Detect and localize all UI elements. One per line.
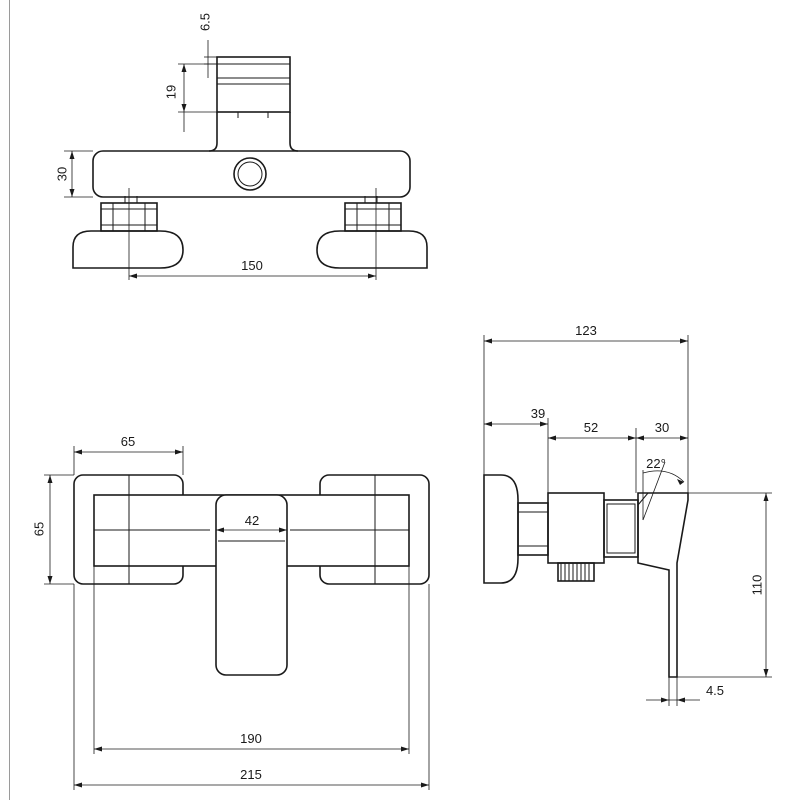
angle-22: 22°: [646, 456, 666, 471]
outlet-port: [233, 157, 267, 191]
dim-150: 150: [241, 258, 263, 273]
dim-19: 19: [163, 85, 178, 99]
dim-65-width: 65: [121, 434, 135, 449]
side-nut: [517, 502, 549, 556]
dim-123: 123: [575, 323, 597, 338]
side-body: [547, 492, 605, 564]
dim-215: 215: [240, 767, 262, 782]
side-flange: [483, 474, 519, 584]
side-lever: [637, 492, 689, 678]
cartridge-neck: [208, 112, 299, 152]
cartridge-housing: [603, 499, 639, 558]
dim-42: 42: [245, 513, 259, 528]
lever-handle: [215, 494, 288, 676]
frame-border: [9, 0, 10, 800]
dim-4-5: 4.5: [706, 683, 724, 698]
top-view: 6.5 19 30 150: [54, 13, 428, 280]
dim-190: 190: [240, 731, 262, 746]
right-nut: [344, 202, 402, 232]
front-view: 42 65 65 190 215: [31, 434, 430, 790]
dim-6-5: 6.5: [197, 13, 212, 31]
dim-65-height: 65: [31, 522, 46, 536]
mixer-body-top: [92, 150, 411, 198]
dim-39: 39: [531, 406, 545, 421]
right-flange: [316, 230, 428, 269]
thread-outlet: [557, 562, 595, 582]
dim-30-side: 30: [655, 420, 669, 435]
dim-30-top: 30: [54, 167, 69, 181]
dim-52: 52: [584, 420, 598, 435]
side-view: 123 39 52 30 22° 110 4.5: [483, 323, 772, 706]
left-flange: [72, 230, 184, 269]
dim-110: 110: [749, 575, 764, 596]
